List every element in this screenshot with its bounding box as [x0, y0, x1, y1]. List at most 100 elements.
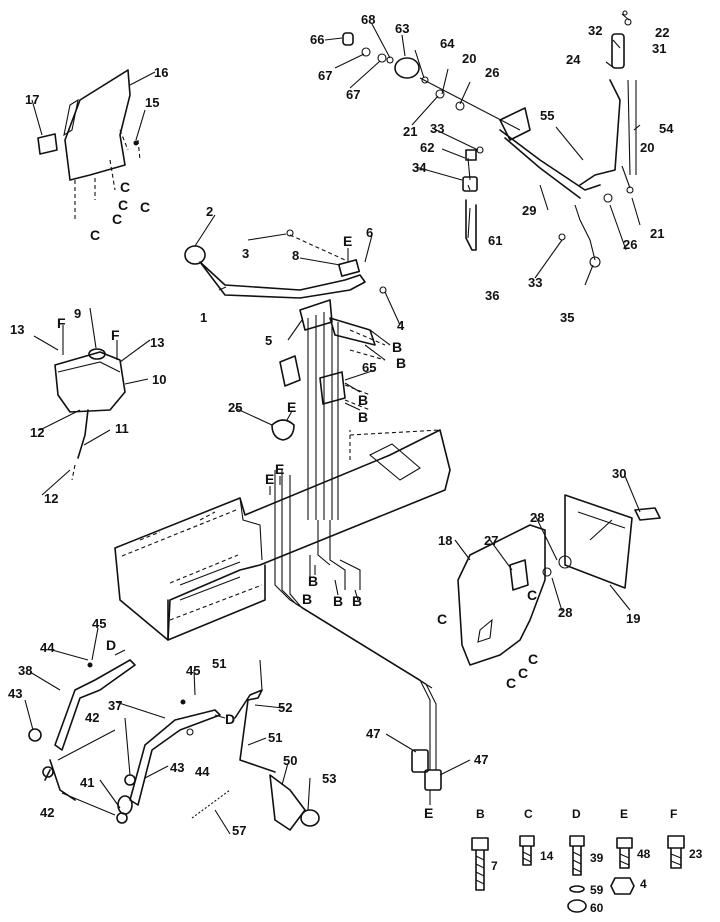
callout-6: 6: [366, 225, 373, 240]
callout-36: 34: [412, 160, 427, 175]
callout-45-mid: 45: [186, 663, 200, 678]
letter-c-6: C: [527, 587, 537, 603]
side-plates: [457, 494, 661, 666]
key-part-39: 39: [590, 851, 604, 865]
callout-12: 15: [145, 95, 159, 110]
callout-26-top: 26: [485, 65, 499, 80]
callout-64: 64: [440, 36, 455, 51]
callout-5: 5: [265, 333, 272, 348]
callout-55: 57: [232, 823, 246, 838]
callout-65: 66: [310, 32, 324, 47]
callout-20-top: 21: [403, 124, 417, 139]
callout-29: 28: [530, 510, 544, 525]
callout-24: 19: [626, 611, 640, 626]
letter-f-right: F: [111, 327, 120, 343]
letter-b-2: B: [396, 355, 406, 371]
callout-62: 62: [420, 140, 434, 155]
key-part-23: 23: [689, 847, 703, 861]
callout-8: 8: [292, 248, 299, 263]
key-part-7: 7: [491, 859, 498, 873]
callout-47-right: 47: [474, 752, 488, 767]
letter-b-8: B: [352, 593, 362, 609]
letter-d-mid: D: [225, 711, 235, 727]
callout-10: 10: [152, 372, 166, 387]
callout-13-lower: 12: [44, 491, 58, 506]
callout-25: 25: [228, 400, 242, 415]
letter-c-1: C: [120, 179, 130, 195]
callout-13-upper: 12: [30, 425, 44, 440]
letter-c-9: C: [518, 665, 528, 681]
callout-16: 16: [154, 65, 168, 80]
callout-68: 68: [361, 12, 375, 27]
callout-28: 28: [558, 605, 572, 620]
callout-33: 32: [588, 23, 602, 38]
callout-1: 1: [200, 310, 207, 325]
letter-b-5: B: [308, 573, 318, 589]
callout-4: 4: [397, 318, 405, 333]
lever-assembly: [184, 229, 387, 299]
fastener-key: [471, 835, 685, 913]
callout-37: 36: [485, 288, 499, 303]
callout-50-lower: 51: [268, 730, 282, 745]
brackets: [271, 299, 386, 441]
letter-d-left: D: [106, 637, 116, 653]
key-part-59: 59: [590, 883, 604, 897]
letter-c-10: C: [506, 675, 516, 691]
letter-c-3: C: [118, 197, 128, 213]
callout-43-left: 43: [8, 686, 22, 701]
callout-61: 61: [488, 233, 502, 248]
callout-38: 37: [108, 698, 122, 713]
callout-34-top: 33: [430, 121, 444, 136]
callout-50-top: 51: [212, 656, 226, 671]
letter-b-4: B: [358, 409, 368, 425]
letter-c-4: C: [112, 211, 122, 227]
callout-51: 52: [278, 700, 292, 715]
key-part-48: 48: [637, 847, 651, 861]
callout-9: 9: [74, 306, 81, 321]
upper-left-plate: [37, 69, 141, 220]
callout-40: 38: [18, 663, 32, 678]
lower-linkage: [28, 659, 442, 831]
callout-labels: 2 3 1 8 6 4 5 65 25 16 15 17 9 13 13 10 …: [8, 12, 674, 838]
letter-b-7: B: [333, 593, 343, 609]
letter-e-bottom: E: [424, 805, 433, 821]
callout-21: 22: [655, 25, 669, 40]
callout-31: 30: [612, 466, 626, 481]
callout-34-lower: 33: [528, 275, 542, 290]
letter-labels: E E E E E B B B B B B B B F F C C C C C …: [57, 179, 538, 821]
callout-52: 53: [322, 771, 336, 786]
callout-43-mid: 43: [170, 760, 184, 775]
key-letter-d: D: [572, 807, 581, 821]
callout-35: 35: [560, 310, 574, 325]
letter-b-6: B: [302, 591, 312, 607]
callout-26-right: 26: [623, 237, 637, 252]
callout-57: 65: [362, 360, 376, 375]
callout-2: 2: [206, 204, 213, 219]
callout-44-mid: 44: [195, 764, 210, 779]
fastener-key-labels: B C D E F 7 14 39 59 60 48 4 23: [476, 807, 703, 915]
callout-22: 24: [566, 52, 581, 67]
callout-63: 63: [395, 21, 409, 36]
callout-20-right: 21: [650, 226, 664, 241]
letter-b-3: B: [358, 392, 368, 408]
callout-19-right: 20: [640, 140, 654, 155]
callout-67: 67: [346, 87, 360, 102]
callout-30: 29: [522, 203, 536, 218]
letter-f-left: F: [57, 315, 66, 331]
letter-e-rod-1: E: [275, 461, 284, 477]
tank: [54, 348, 126, 481]
callout-45-left: 45: [92, 616, 106, 631]
letter-e-rod-2: E: [265, 471, 274, 487]
letter-c-7: C: [437, 611, 447, 627]
key-letter-b: B: [476, 807, 485, 821]
callout-47-left: 47: [366, 726, 380, 741]
upper-linkage: [342, 10, 637, 268]
frame-assembly: [114, 429, 451, 641]
callout-19-top: 20: [462, 51, 476, 66]
letter-e-clip: E: [287, 399, 296, 415]
callout-53: 54: [659, 121, 674, 136]
key-letter-c: C: [524, 807, 533, 821]
callout-42-top: 42: [85, 710, 99, 725]
key-letter-f: F: [670, 807, 677, 821]
key-part-14: 14: [540, 849, 554, 863]
